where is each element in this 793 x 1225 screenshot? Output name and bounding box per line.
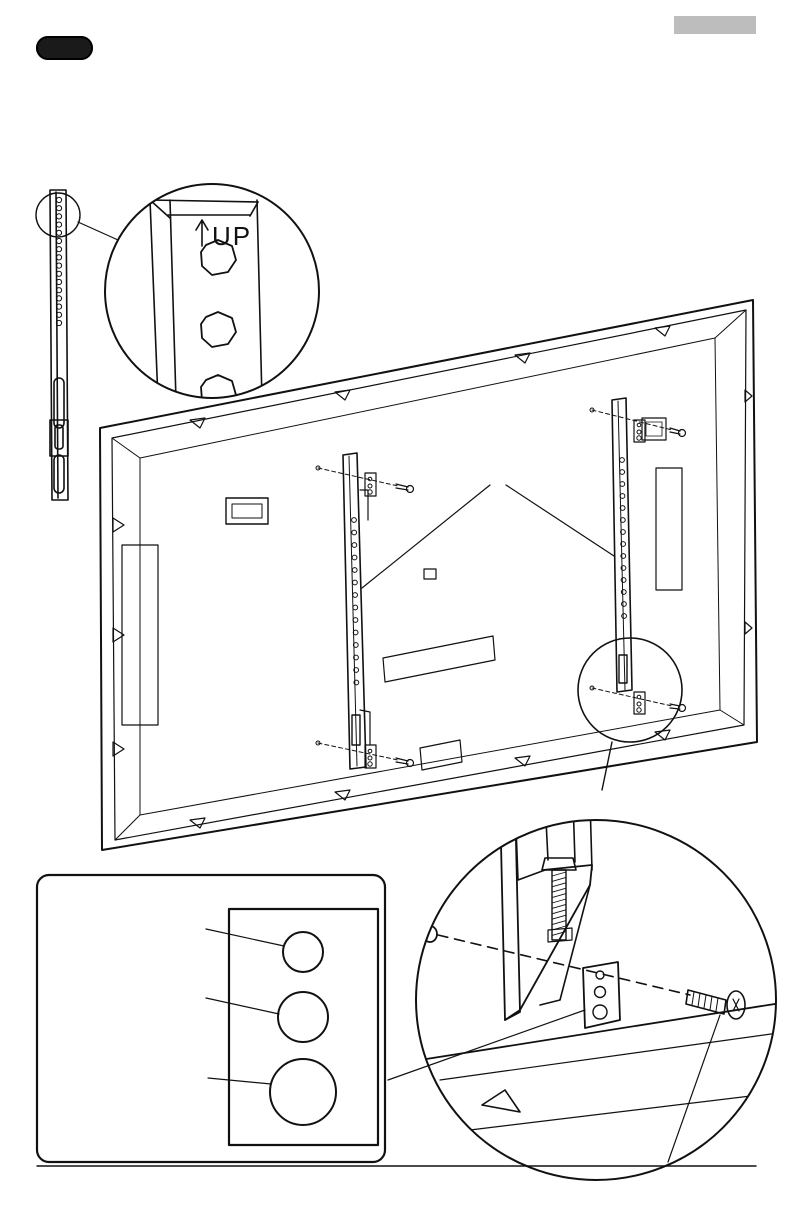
- bracket-hole: [353, 580, 358, 585]
- bracket-hole: [56, 222, 61, 227]
- rod-thread: [552, 888, 566, 892]
- left-mounting-bracket: [316, 453, 414, 769]
- up-detail-magnifier: UP: [105, 184, 319, 410]
- bracket-hole: [353, 618, 358, 623]
- bracket-hole: [353, 605, 358, 610]
- bracket-hole: [56, 247, 61, 252]
- bracket-hole: [56, 230, 61, 235]
- rod-thread: [552, 910, 566, 914]
- bracket-hole: [56, 197, 61, 202]
- tv-back-panel: [100, 300, 757, 850]
- bracket-hole: [622, 602, 627, 607]
- bracket-hole: [352, 530, 357, 535]
- rod-thread: [552, 883, 566, 887]
- bracket-hole: [622, 614, 627, 619]
- rod-thread: [552, 877, 566, 881]
- rod-thread: [552, 899, 566, 903]
- hole-large: [270, 1059, 336, 1125]
- bracket-hole: [56, 206, 61, 211]
- bracket-hole: [56, 238, 61, 243]
- rod-thread: [552, 894, 566, 898]
- rod-thread: [552, 915, 566, 919]
- bracket-hole: [353, 593, 358, 598]
- bracket-side-view: [36, 190, 118, 500]
- bracket-hole: [620, 470, 625, 475]
- screw-icon: [686, 990, 745, 1019]
- bracket-hole: [620, 482, 625, 487]
- up-direction-label: UP: [212, 221, 252, 251]
- bracket-hole: [621, 590, 626, 595]
- bracket-hole: [352, 568, 357, 573]
- bracket-hole: [352, 518, 357, 523]
- hole-key-panel: [37, 875, 385, 1162]
- bracket-detail-magnifier: [416, 800, 793, 1200]
- rod-thread: [552, 921, 566, 925]
- right-mounting-bracket: [590, 398, 686, 714]
- screw-icon: [396, 484, 414, 767]
- bracket-hole: [352, 543, 357, 548]
- rod-thread: [552, 904, 566, 908]
- hole-medium: [278, 992, 328, 1042]
- hole-small: [283, 932, 323, 972]
- rod-thread: [552, 872, 566, 876]
- bracket-hole: [56, 214, 61, 219]
- bracket-hole: [620, 458, 625, 463]
- bracket-hole: [352, 555, 357, 560]
